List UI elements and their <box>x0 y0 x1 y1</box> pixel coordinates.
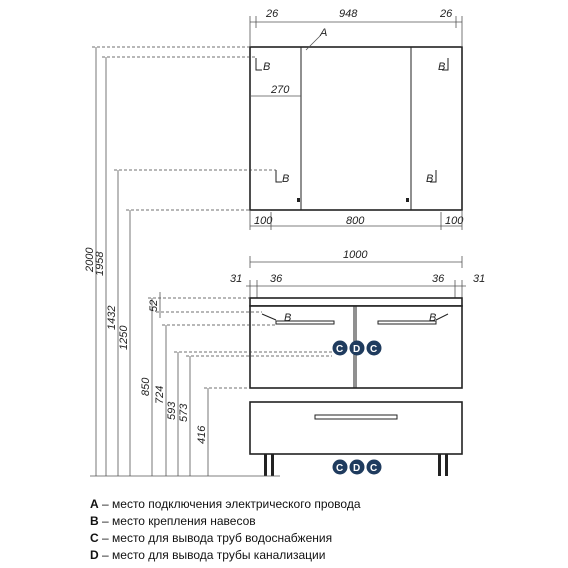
marker-b: B <box>282 173 289 185</box>
dim-label: 1958 <box>94 251 106 276</box>
marker-b: B <box>284 312 291 324</box>
dim-label: 2000 <box>84 247 96 273</box>
drawer-handle <box>314 414 398 420</box>
dim-label: 31 <box>230 273 242 285</box>
hook-symbol <box>442 58 449 71</box>
legend-key: A <box>90 497 99 511</box>
badge-d <box>349 459 365 475</box>
dim-label: 36 <box>432 273 445 285</box>
legend-text: – место крепления навесов <box>98 514 256 528</box>
dim-label: 36 <box>270 273 283 285</box>
door-handle <box>275 320 335 325</box>
badge-c-label: C <box>336 344 343 355</box>
dim-label: 416 <box>196 425 208 444</box>
dim-label: 724 <box>154 386 166 404</box>
mirror-bottom-dimensions: 100 800 100 <box>249 210 464 230</box>
drawer-unit <box>249 401 463 455</box>
leg <box>445 454 448 476</box>
marker-a: A <box>319 27 327 39</box>
leg <box>264 454 267 476</box>
legend-text: – место для вывода труб водоснабжения <box>98 531 333 545</box>
leg <box>438 454 441 476</box>
dim-label: 31 <box>473 273 485 285</box>
legend-text: – место подключения электрического прово… <box>98 497 361 511</box>
mirror-cabinet-body <box>249 46 463 211</box>
marker-b: B <box>429 312 436 324</box>
mirror-cabinet: B B B B A <box>249 27 463 211</box>
badge-c <box>332 459 348 475</box>
dim-label: 52 <box>148 300 160 312</box>
badge-d-label: D <box>353 463 360 474</box>
hook-symbol <box>430 170 437 183</box>
dim-label: 800 <box>346 215 365 227</box>
basin-top <box>249 297 463 307</box>
badge-d-label: D <box>353 344 360 355</box>
badge-c <box>366 340 382 356</box>
legend-key: D <box>90 548 99 562</box>
dim-label: 100 <box>254 215 273 227</box>
dim-label: 948 <box>339 8 358 20</box>
legend-item-a: A – место подключения электрического про… <box>90 496 560 513</box>
dim-label: 850 <box>140 377 152 396</box>
hook-symbol <box>261 313 277 321</box>
badge-c <box>332 340 348 356</box>
door-handle <box>377 320 437 325</box>
marker-b: B <box>438 61 445 73</box>
vertical-dimensions: 2000 1958 1432 1250 850 52 724 593 573 4… <box>84 46 332 477</box>
badge-c-label: C <box>336 463 343 474</box>
marker-b: B <box>426 173 433 185</box>
top-dimensions: 26 948 26 <box>249 8 463 47</box>
dim-label: 593 <box>166 401 178 420</box>
hook-symbol <box>435 313 449 321</box>
legend-item-d: D – место для вывода трубы канализации <box>90 547 560 564</box>
badges-upper: C D C <box>332 340 382 356</box>
legend-key: B <box>90 514 99 528</box>
badge-c-label: C <box>370 344 377 355</box>
hook-symbol <box>275 170 282 183</box>
badge-d <box>349 340 365 356</box>
legend: A – место подключения электрического про… <box>90 496 560 564</box>
marker-a-leader <box>305 35 321 51</box>
hook-symbol <box>255 58 262 71</box>
hinge-mark <box>297 198 300 202</box>
width-dimension: 1000 <box>249 249 463 268</box>
leg <box>271 454 274 476</box>
badge-c-label: C <box>370 463 377 474</box>
dim-label: 1250 <box>118 325 130 350</box>
legend-item-c: C – место для вывода труб водоснабжения <box>90 530 560 547</box>
legend-item-b: B – место крепления навесов <box>90 513 560 530</box>
vanity-unit: B B <box>249 297 463 476</box>
hinge-mark <box>406 198 409 202</box>
legend-key: C <box>90 531 99 545</box>
dim-label: 1432 <box>106 306 118 330</box>
dim-label: 26 <box>439 8 453 20</box>
badge-c <box>366 459 382 475</box>
dim-label: 100 <box>445 215 464 227</box>
inner-dimension-270: 270 <box>250 84 301 97</box>
dim-label: 1000 <box>343 249 368 261</box>
furniture-dimension-diagram: B B B B A 26 948 26 270 100 800 100 <box>84 8 485 477</box>
dim-label: 26 <box>265 8 279 20</box>
dim-label: 270 <box>270 84 290 96</box>
marker-b: B <box>263 61 270 73</box>
dim-label: 573 <box>178 403 190 422</box>
legend-text: – место для вывода трубы канализации <box>98 548 326 562</box>
badges-lower: C D C <box>332 459 382 475</box>
cabinet-top-dimensions: 31 36 36 31 <box>230 273 485 298</box>
